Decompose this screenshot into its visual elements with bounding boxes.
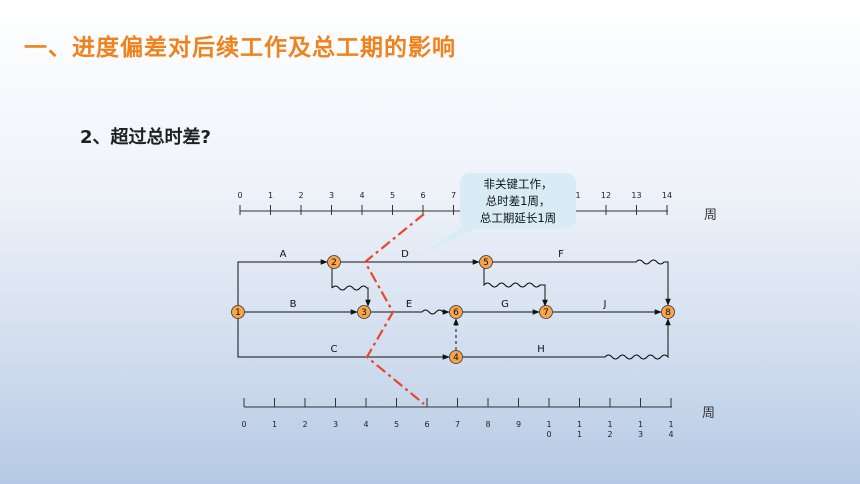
node-label: 6 <box>453 308 459 318</box>
slide-subtitle: 2、超过总时差? <box>80 127 211 148</box>
arrow-a <box>237 259 328 307</box>
bottom-axis-tick-label: 2 <box>302 420 307 429</box>
bottom-axis-tick-label: 7 <box>455 420 460 429</box>
node-label: 1 <box>235 308 241 318</box>
node-circle <box>357 305 371 319</box>
activity-label: G <box>501 299 509 310</box>
activity-arrows <box>237 259 671 360</box>
node-label: 3 <box>361 308 367 318</box>
callout-line: 总工期延长1周 <box>479 211 557 225</box>
top-axis-unit: 周 <box>704 208 717 223</box>
top-axis-tick-label: 4 <box>359 191 364 200</box>
arrow-h <box>463 318 671 360</box>
activity-label: A <box>280 249 287 260</box>
top-axis-tick-label: 12 <box>601 191 611 200</box>
bottom-axis-tick-label: 2 <box>607 430 612 439</box>
slide-title: 一、进度偏差对后续工作及总工期的影响 <box>24 35 456 61</box>
node-label: 4 <box>453 353 459 363</box>
node-label: 8 <box>665 308 671 318</box>
top-axis-tick-label: 5 <box>390 191 395 200</box>
top-axis-tick-label: 13 <box>631 191 641 200</box>
node-circle <box>479 255 493 269</box>
bottom-axis-tick-label: 1 <box>272 420 277 429</box>
node-circle <box>449 305 463 319</box>
bottom-axis-tick-label: 4 <box>668 430 673 439</box>
bottom-axis-tick-label: 1 <box>638 420 643 429</box>
bottom-axis-tick-label: 3 <box>333 420 338 429</box>
activity-label: C <box>331 344 338 355</box>
top-axis: 0123456711121314 <box>237 191 672 215</box>
callout-line: 非关键工作， <box>483 177 553 191</box>
callout-text: 非关键工作， 总时差1周， 总工期延长1周 <box>460 176 576 227</box>
bottom-axis-unit: 周 <box>702 406 715 421</box>
bottom-axis-tick-label: 0 <box>241 420 246 429</box>
bottom-axis-tick-label: 6 <box>424 420 429 429</box>
activity-label: H <box>537 344 545 355</box>
node-circle <box>661 305 675 319</box>
bottom-axis-tick-label: 1 <box>546 420 551 429</box>
bottom-axis-tick-label: 1 <box>668 420 673 429</box>
bottom-axis-tick-label: 1 <box>577 430 582 439</box>
bottom-axis-tick-label: 9 <box>516 420 521 429</box>
node-circle <box>231 305 245 319</box>
activity-label: F <box>558 249 564 260</box>
bottom-axis-tick-label: 1 <box>577 420 582 429</box>
top-axis-tick-label: 1 <box>268 191 273 200</box>
node-circle <box>539 305 553 319</box>
bottom-axis-tick-label: 5 <box>394 420 399 429</box>
bottom-axis-tick-label: 4 <box>363 420 368 429</box>
top-axis-tick-label: 14 <box>662 191 672 200</box>
activity-label: B <box>290 299 297 310</box>
dummy-5-7 <box>483 268 548 307</box>
top-axis-tick-label: 7 <box>451 191 456 200</box>
callout-pointer <box>420 222 482 255</box>
top-axis-tick-label: 3 <box>329 191 334 200</box>
top-axis-tick-label: 6 <box>420 191 425 200</box>
callout-box <box>460 173 576 229</box>
bottom-axis-tick-label: 3 <box>638 430 643 439</box>
top-axis-tick-label: 0 <box>237 191 242 200</box>
bottom-axis-tick-label: 8 <box>485 420 490 429</box>
arrow-e <box>371 309 450 315</box>
node-circle <box>449 350 463 364</box>
activity-label: J <box>603 299 607 310</box>
arrow-f <box>493 259 671 306</box>
node-label: 7 <box>543 308 549 318</box>
node-label: 2 <box>331 258 337 268</box>
callout-line: 总时差1周， <box>485 194 551 208</box>
bottom-axis-tick-label: 0 <box>546 430 551 439</box>
node-label: 5 <box>483 258 489 268</box>
arrow-c <box>237 317 450 360</box>
activity-label: D <box>401 249 409 260</box>
progress-front-line <box>363 213 425 405</box>
dummy-2-3 <box>331 268 368 306</box>
bottom-axis-tick-label: 1 <box>607 420 612 429</box>
top-axis-tick-label: 2 <box>298 191 303 200</box>
activity-label: E <box>406 299 412 310</box>
node-circle <box>327 255 341 269</box>
